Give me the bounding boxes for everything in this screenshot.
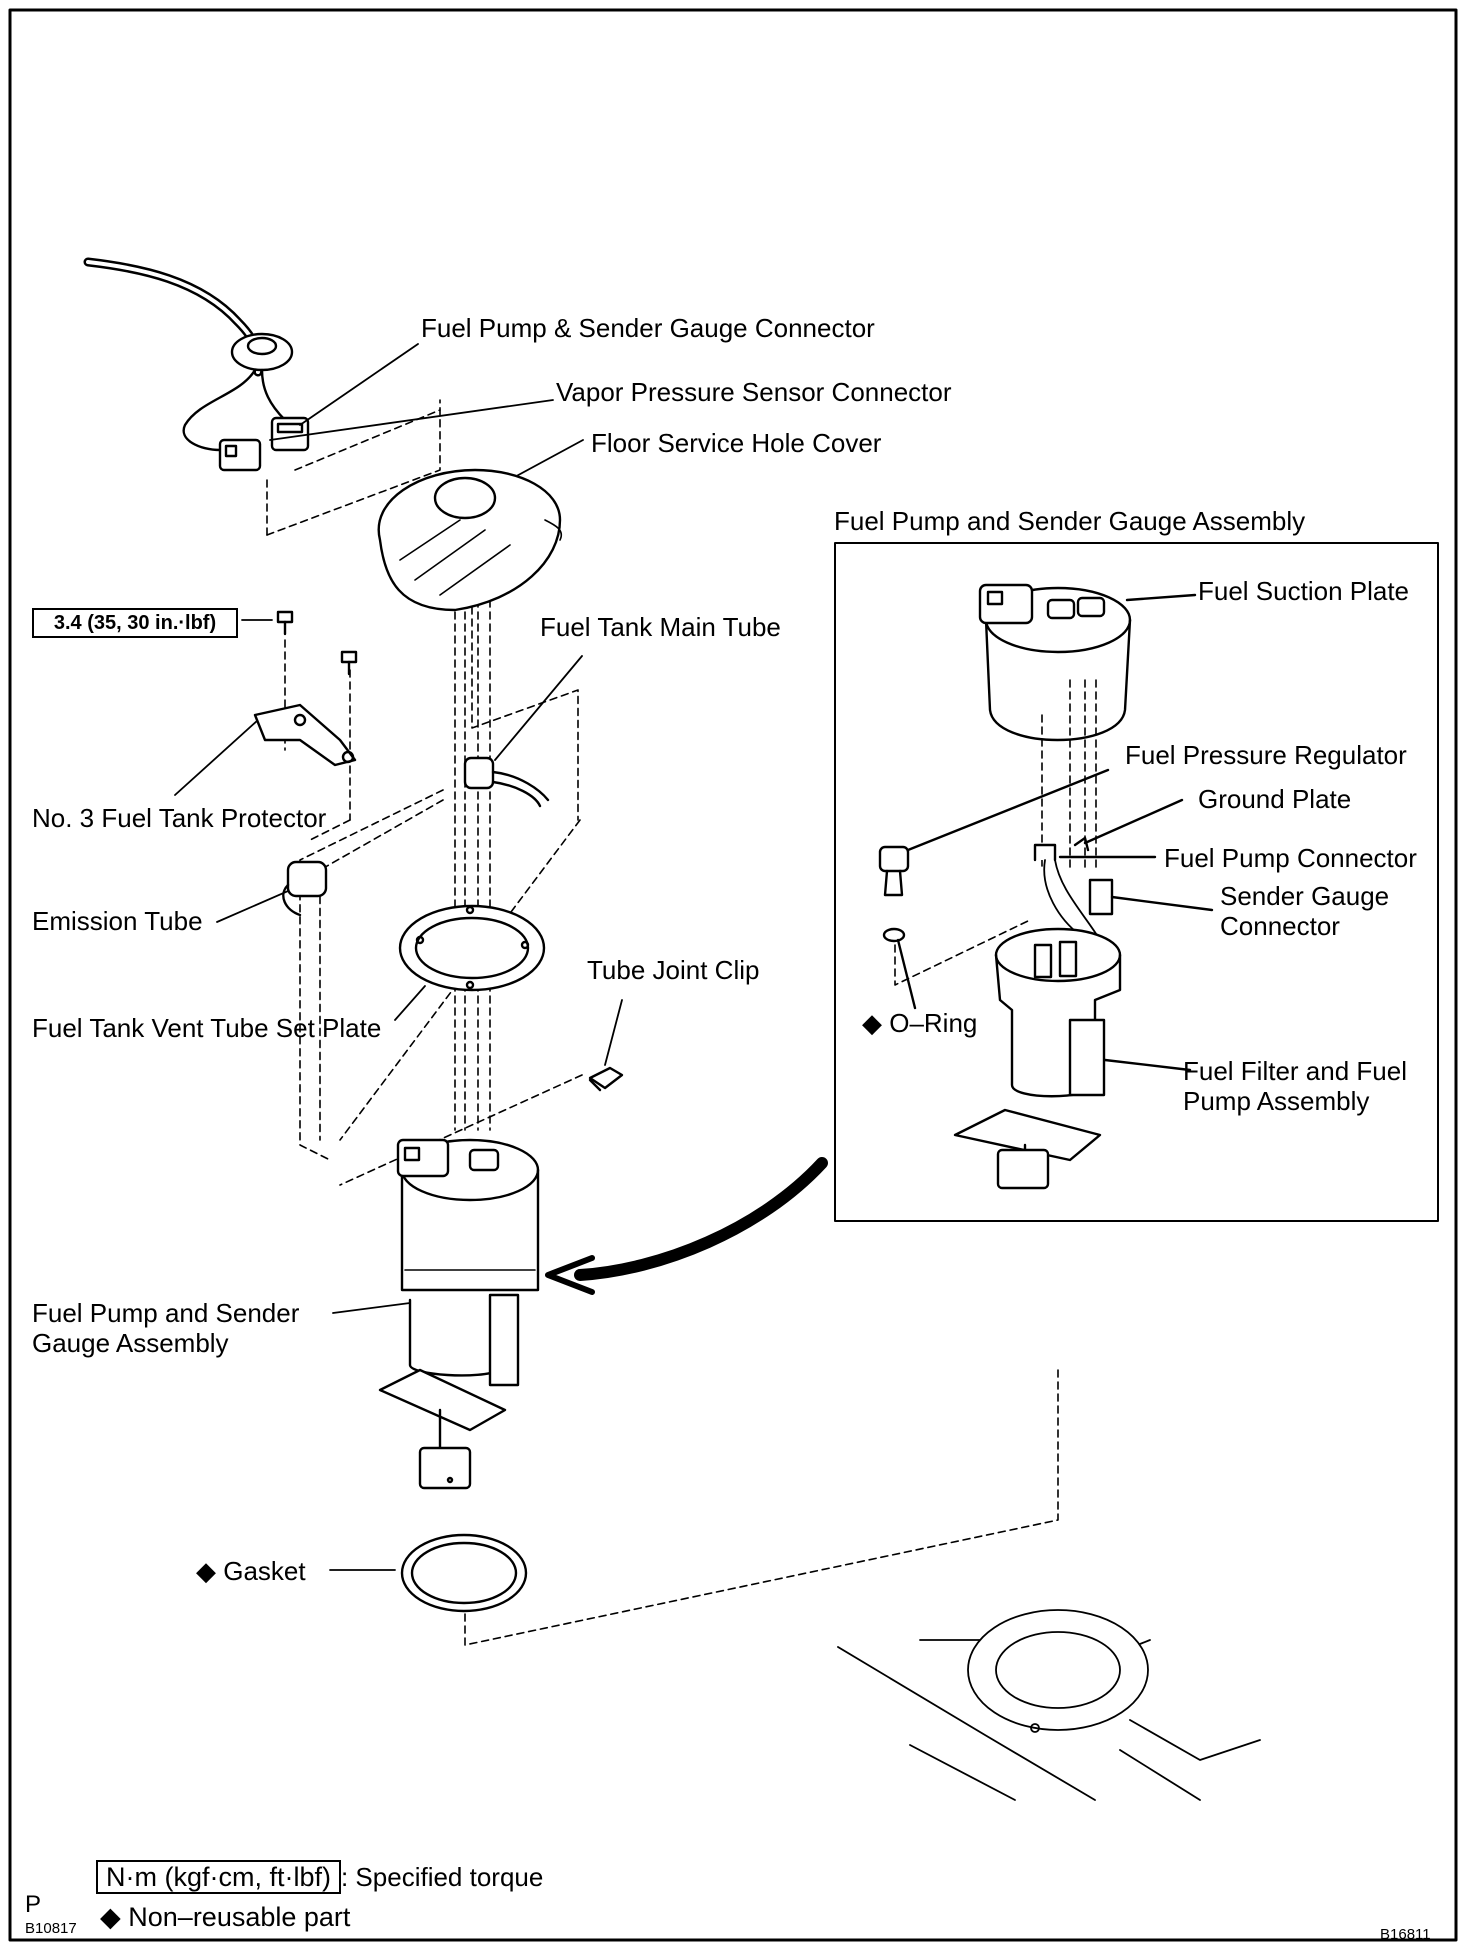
label-floor-cover: Floor Service Hole Cover <box>591 428 882 458</box>
leader-lines <box>174 343 623 1571</box>
label-main-tube: Fuel Tank Main Tube <box>540 612 781 642</box>
legend-torque: N·m (kgf·cm, ft·lbf): Specified torque <box>96 1860 543 1894</box>
pointer-arrow <box>545 1157 828 1295</box>
label-filter-pump: Fuel Filter and Fuel Pump Assembly <box>1183 1056 1407 1116</box>
label-vent-plate: Fuel Tank Vent Tube Set Plate <box>32 1013 382 1043</box>
label-pump-connector: Fuel Pump Connector <box>1164 843 1417 873</box>
torque-spec-box: 3.4 (35, 30 in.·lbf) <box>32 608 238 638</box>
vent-tube-set-plate <box>398 904 546 992</box>
label-vapor-connector: Vapor Pressure Sensor Connector <box>556 377 952 407</box>
corner-code: P <box>25 1891 42 1918</box>
figure-code-left: B10817 <box>25 1920 77 1937</box>
label-sender-connector: Sender Gauge Connector <box>1220 881 1390 941</box>
figure-code-right: B16811 <box>1380 1926 1431 1943</box>
label-o-ring: ◆ O–Ring <box>862 1008 978 1038</box>
label-emission-tube: Emission Tube <box>32 906 203 936</box>
label-suction-plate: Fuel Suction Plate <box>1198 576 1410 606</box>
tube-joint-clip <box>588 1066 624 1092</box>
label-ground-plate: Ground Plate <box>1198 784 1352 814</box>
floor-service-hole <box>837 1609 1261 1801</box>
emission-tube <box>282 860 328 917</box>
legend-torque-desc: : Specified torque <box>340 1862 544 1892</box>
legend-nonreusable: ◆ Non–reusable part <box>100 1902 351 1932</box>
inset-frame <box>834 542 1439 1222</box>
fuel-tank-main-tube <box>463 756 550 808</box>
page-frame <box>8 8 1458 1942</box>
bolts <box>276 610 358 676</box>
label-tube-joint-clip: Tube Joint Clip <box>587 955 760 985</box>
wire-harness <box>83 257 310 472</box>
label-assembly-left: Fuel Pump and Sender Gauge Assembly <box>32 1298 300 1358</box>
label-gasket: ◆ Gasket <box>196 1556 306 1586</box>
gasket-ring <box>400 1533 528 1613</box>
alignment-dashes <box>266 399 1097 1646</box>
label-pressure-regulator: Fuel Pressure Regulator <box>1125 740 1407 770</box>
main-pump-assembly <box>378 1138 540 1490</box>
label-pump-sender-connector: Fuel Pump & Sender Gauge Connector <box>421 313 875 343</box>
legend-torque-unit: N·m (kgf·cm, ft·lbf) <box>96 1860 341 1894</box>
floor-service-hole-cover <box>377 468 563 612</box>
label-protector: No. 3 Fuel Tank Protector <box>32 803 327 833</box>
inset-o-ring <box>882 927 917 1010</box>
inset-pressure-regulator <box>878 768 1110 897</box>
inset-lower-pump <box>953 798 1214 1190</box>
inset-title: Fuel Pump and Sender Gauge Assembly <box>834 506 1306 536</box>
inset-suction-plate <box>978 583 1197 742</box>
fuel-tank-protector <box>253 703 357 767</box>
